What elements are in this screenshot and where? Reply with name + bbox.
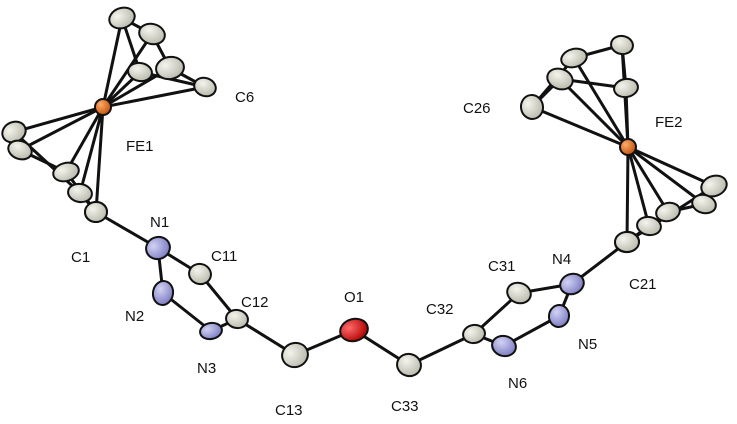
label-n2: N2 xyxy=(125,308,144,325)
fe1-bonds xyxy=(12,16,207,214)
c33-atom xyxy=(396,352,422,378)
atom-labels: FE1 C6 C26 FE2 C1 N1 C11 N2 C12 N3 C13 O… xyxy=(71,89,683,419)
label-c33: C33 xyxy=(391,398,419,415)
n3-atom xyxy=(199,321,223,341)
c11-atom xyxy=(188,262,212,286)
c31-atom xyxy=(506,281,532,305)
ferrocene-1 xyxy=(1,6,217,224)
n1-atom xyxy=(145,235,171,261)
label-c1: C1 xyxy=(71,249,90,266)
n5-atom xyxy=(547,304,571,328)
label-c6: C6 xyxy=(235,89,254,106)
label-n4: N4 xyxy=(552,251,571,268)
label-c32: C32 xyxy=(426,301,454,318)
fe1-carbon-atoms xyxy=(1,6,217,224)
c1-atom xyxy=(84,201,108,223)
label-n1: N1 xyxy=(150,214,169,231)
label-o1: O1 xyxy=(344,289,364,306)
label-c26: C26 xyxy=(463,100,491,117)
label-fe2: FE2 xyxy=(655,114,683,131)
fe2-atom xyxy=(619,138,637,156)
label-n3: N3 xyxy=(197,360,216,377)
ferrocene-2 xyxy=(519,34,728,254)
n2-atom xyxy=(151,280,175,306)
n6-atom xyxy=(491,334,517,358)
n4-atom xyxy=(559,272,585,296)
label-c21: C21 xyxy=(629,276,657,293)
label-n6: N6 xyxy=(508,375,527,392)
c13-atom xyxy=(281,341,309,369)
c32-atom xyxy=(462,323,486,345)
label-c13: C13 xyxy=(275,402,303,419)
label-c11: C11 xyxy=(211,248,237,265)
label-fe1: FE1 xyxy=(126,138,154,155)
o1-atom xyxy=(339,317,369,343)
fe1-atom xyxy=(94,98,112,116)
label-c12: C12 xyxy=(241,294,269,311)
c12-atom xyxy=(225,308,249,330)
c21-atom xyxy=(614,231,640,253)
label-n5: N5 xyxy=(578,336,597,353)
label-c31: C31 xyxy=(488,258,516,275)
linker-atoms xyxy=(84,201,640,378)
